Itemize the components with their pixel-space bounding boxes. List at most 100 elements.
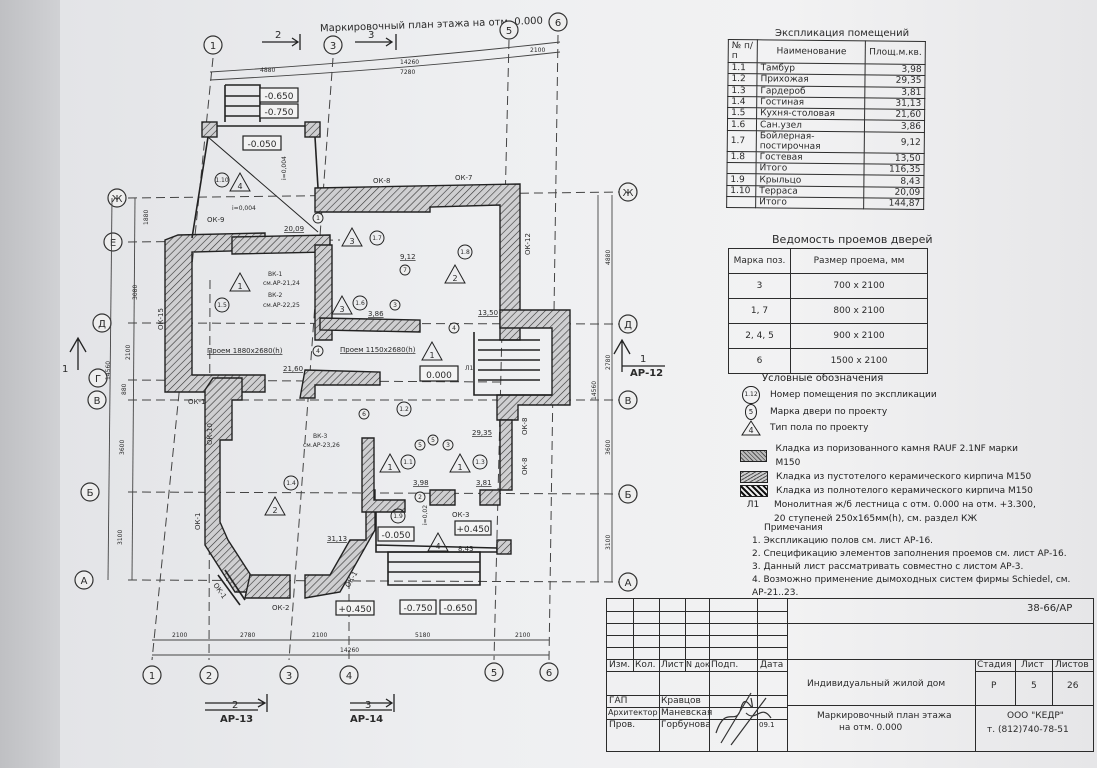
sheet-title: Маркировочный план этажа <box>817 711 952 721</box>
table-cell: 1.8 <box>727 151 757 163</box>
table-cell: Бойлерная-постирочная <box>756 130 865 153</box>
floor-type: 1 <box>387 463 392 472</box>
elevation-mark: -0.050 <box>381 531 410 541</box>
legend-title: Условные обозначения <box>762 373 884 384</box>
porous-stone-hatch <box>740 450 768 462</box>
slope-label: i=0,004 <box>232 205 256 212</box>
role-label: Пров. <box>609 720 636 730</box>
axis-label: 2 <box>206 671 212 682</box>
window-label: ОК-12 <box>524 233 532 255</box>
section-mark: 1 <box>62 364 68 375</box>
room-area: 9,12 <box>400 253 416 261</box>
room-area: 20,09 <box>284 225 304 233</box>
column-label: Кол. <box>635 660 656 670</box>
table-cell: 1.3 <box>727 85 757 97</box>
table-cell: 1.1 <box>728 62 758 75</box>
table-cell <box>726 162 757 175</box>
floor-type: 3 <box>339 305 344 314</box>
column-label: Дата <box>760 660 784 670</box>
project-name: Индивидуальный жилой дом <box>807 679 946 689</box>
axis-label: А <box>625 578 632 589</box>
table-cell: 1.4 <box>727 96 757 108</box>
axis-label: Г <box>95 374 101 385</box>
section-sheet: АР-12 <box>630 368 663 379</box>
stage-value: Р <box>991 681 997 691</box>
dimension: 14260 <box>340 647 359 654</box>
axis-label: Б <box>87 488 94 499</box>
section-mark: 2 <box>232 700 238 711</box>
dimension: 3600 <box>605 440 612 455</box>
window-label: ОК-8 <box>521 418 529 435</box>
triangle-icon: 4 <box>740 420 762 436</box>
axis-label: Д <box>624 320 632 331</box>
room-number: 1.1 <box>403 459 413 466</box>
door-mark: 3 <box>393 302 397 309</box>
floor-type: 1 <box>237 282 242 291</box>
door-mark: 4 <box>452 325 456 332</box>
title-block: 38-66/АР Изм. Кол. Лист N док Подп. Дата… <box>606 598 1094 752</box>
table-cell: 8,43 <box>864 175 924 188</box>
column-label: Изм. <box>609 660 631 670</box>
dimension: 7280 <box>400 69 415 76</box>
dimension: 1880 <box>143 210 150 225</box>
table-cell: 21,60 <box>864 109 925 122</box>
room-number: 1.9 <box>393 513 403 520</box>
table-cell: 6 <box>728 348 791 374</box>
company-phone: т. (812)740-78-51 <box>987 725 1069 735</box>
dimension: 3600 <box>119 440 126 455</box>
vent-label: ВК-2 <box>268 292 283 299</box>
opening-label: Проем 1150х2680(h) <box>340 346 416 354</box>
table-cell: 1500 х 2100 <box>790 348 928 374</box>
axis-label: Ж <box>112 194 123 205</box>
legend-item: Монолитная ж/б лестница с отм. 0.000 на … <box>774 500 1036 510</box>
table-cell: 144,87 <box>863 197 924 210</box>
table-cell: 900 х 2100 <box>790 323 928 349</box>
notes-title: Примечания <box>764 523 823 533</box>
vent-label: ВК-1 <box>268 271 283 278</box>
axis-label: Д <box>98 319 106 330</box>
room-number: 1.2 <box>399 406 409 413</box>
floor-type-symbol: 4 <box>748 426 753 435</box>
table-cell: 13,50 <box>864 152 925 165</box>
vent-label: ВК-3 <box>313 433 328 440</box>
table-cell: 2, 4, 5 <box>728 323 791 349</box>
room-area: 8,43 <box>458 545 474 553</box>
room-area: 3,81 <box>476 479 492 487</box>
table-header: Размер проема, мм <box>790 248 928 274</box>
door-mark-symbol: 5 <box>744 404 758 420</box>
dimension: 14560 <box>591 381 598 400</box>
room-area: 31,13 <box>327 535 347 543</box>
table-cell: 9,12 <box>864 131 925 154</box>
section-mark: 3 <box>368 30 374 41</box>
window-label: ОК-9 <box>207 216 224 224</box>
door-mark: 7 <box>403 267 407 274</box>
note-item: 4. Возможно применение дымоходных систем… <box>752 575 1071 598</box>
axis-label: 3 <box>286 671 292 682</box>
axis-label: 4 <box>346 671 352 682</box>
column-label: N док <box>686 660 710 669</box>
table-cell: Тамбур <box>757 62 866 76</box>
table-cell: Итого <box>755 162 865 176</box>
table-cell: 1.7 <box>727 130 757 152</box>
floor-type: 2 <box>452 274 457 283</box>
table-cell: 1.10 <box>726 185 756 197</box>
person-name: Маневская <box>661 708 713 718</box>
dimension: 5180 <box>415 632 430 639</box>
role-label: ГАП <box>609 696 628 706</box>
axis-label: 1 <box>149 671 155 682</box>
company-name: ООО "КЕДР" <box>1007 711 1064 721</box>
table-cell: Гостиная <box>756 96 866 110</box>
table-cell: Гардероб <box>756 85 866 98</box>
table-cell: Крыльцо <box>755 174 865 187</box>
axis-label: В <box>625 396 632 407</box>
axis-label: 3 <box>330 41 336 52</box>
axis-label: 5 <box>506 26 512 37</box>
section-sheet: АР-14 <box>350 714 383 725</box>
